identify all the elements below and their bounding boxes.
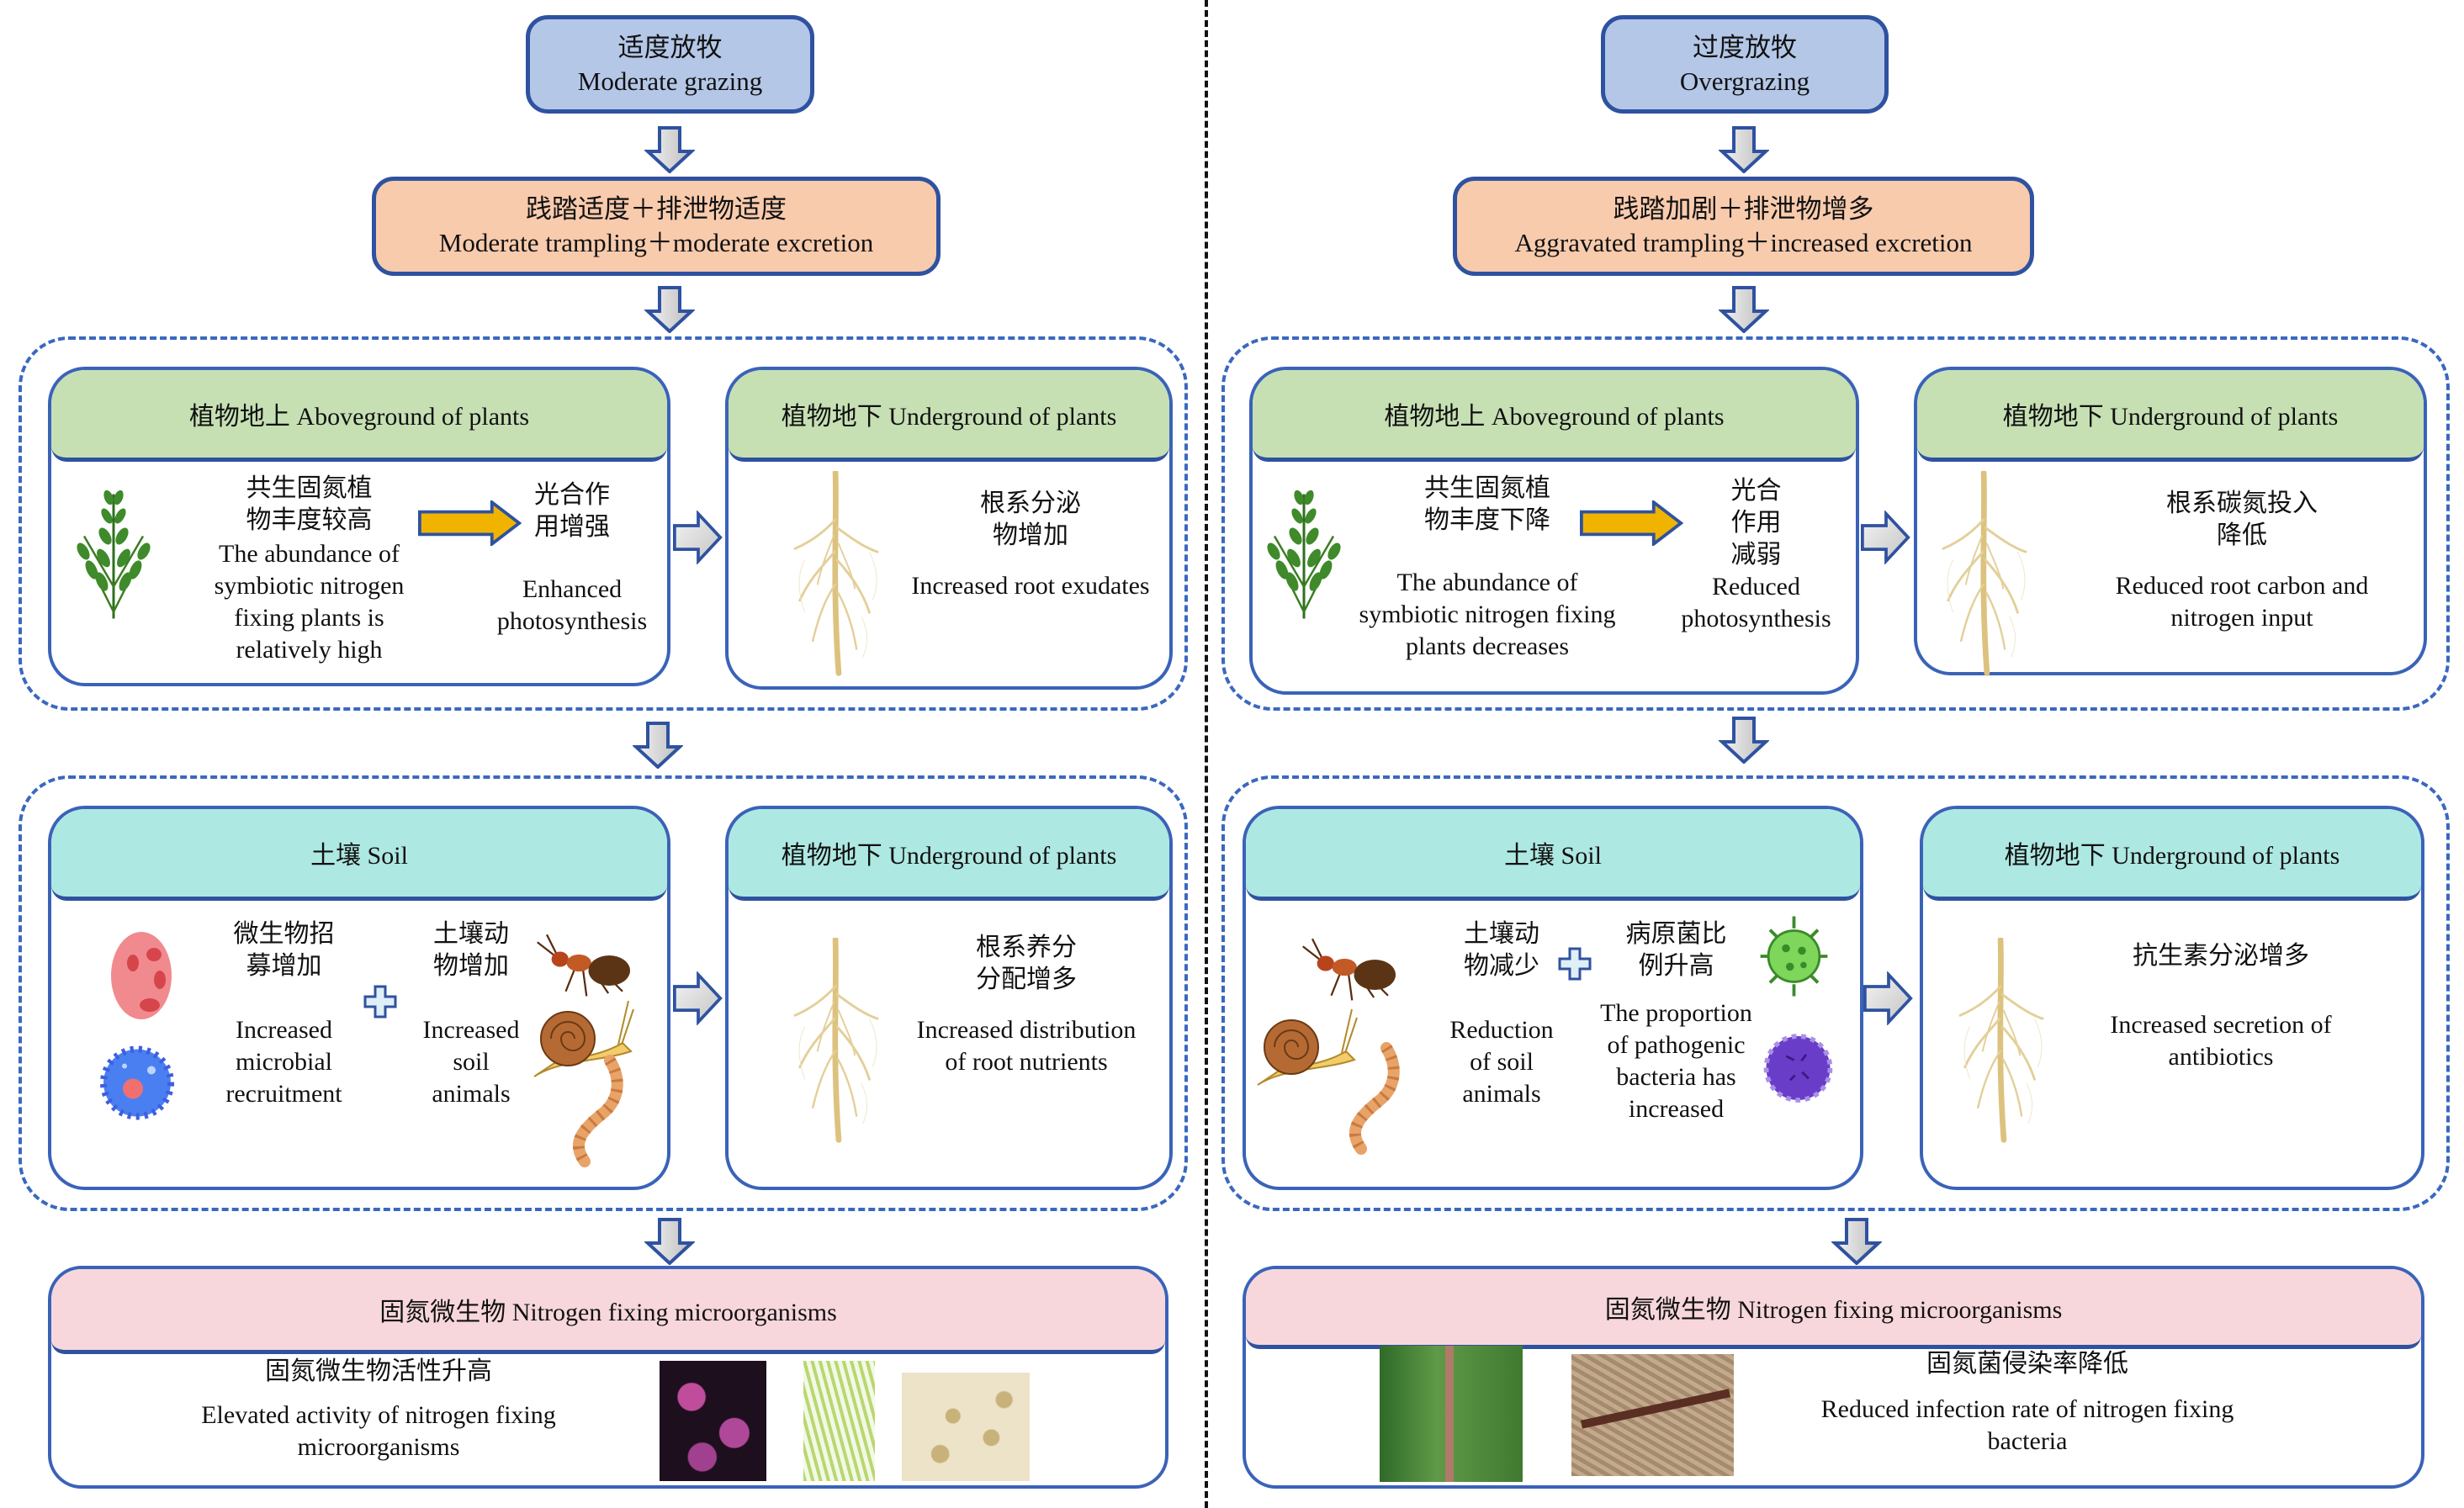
left-effect-zh: 践踏适度＋排泄物适度 xyxy=(526,194,787,224)
root-nodule-photo-1 xyxy=(1380,1346,1523,1482)
down-arrow-icon xyxy=(1719,717,1769,764)
down-arrow-icon xyxy=(633,722,683,769)
plus-icon xyxy=(363,984,397,1019)
plant-icon xyxy=(1262,484,1346,622)
left-underground-title-2: 植物地下 Underground of plants xyxy=(729,809,1169,901)
down-arrow-icon xyxy=(1719,126,1769,173)
root-icon xyxy=(1952,938,2053,1148)
root-icon xyxy=(1935,471,2036,681)
right-soil-card: 土壤 Soil xyxy=(1243,806,1863,1190)
left-soil-group xyxy=(19,775,1188,1211)
microbe-red-icon xyxy=(108,929,175,1022)
left-soil-item1: 微生物招 募增加 Increased microbial recruitment xyxy=(225,920,342,1108)
root-icon xyxy=(787,938,888,1148)
left-underground-card-2: 植物地下 Underground of plants xyxy=(725,806,1173,1190)
worm-icon xyxy=(559,1051,627,1169)
right-effect-en: Aggravated trampling＋increased excretion xyxy=(1514,228,1973,257)
right-underground-card-1: 植物地下 Underground of plants xyxy=(1914,367,2427,675)
cyanobacteria-photo xyxy=(803,1361,875,1481)
left-grazing-zh: 适度放牧 xyxy=(617,32,723,62)
right-nfix-title: 固氮微生物 Nitrogen fixing microorganisms xyxy=(1246,1269,2421,1349)
right-aboveground-item1: 共生固氮植 物丰度下降 The abundance of symbiotic n… xyxy=(1359,474,1616,660)
right-plant-group xyxy=(1221,336,2450,711)
left-underground-title-1: 植物地下 Underground of plants xyxy=(729,370,1169,462)
down-arrow-icon xyxy=(644,1218,695,1265)
right-effect-zh: 践踏加剧＋排泄物增多 xyxy=(1613,194,1874,224)
left-underground-text-1: 根系分泌 物增加 Increased root exudates xyxy=(911,489,1150,600)
right-arrow-icon xyxy=(1863,971,1914,1025)
left-effect-box: 践踏适度＋排泄物适度 Moderate trampling＋moderate e… xyxy=(372,177,941,276)
left-aboveground-item1: 共生固氮植 物丰度较高 The abundance of symbiotic n… xyxy=(214,474,405,664)
right-underground-title-2: 植物地下 Underground of plants xyxy=(1923,809,2421,901)
left-aboveground-title: 植物地上 Aboveground of plants xyxy=(51,370,667,462)
right-effect-box: 践踏加剧＋排泄物增多 Aggravated trampling＋increase… xyxy=(1453,177,2034,276)
right-arrow-icon xyxy=(673,511,723,564)
left-soil-title: 土壤 Soil xyxy=(51,809,667,901)
root-nodule-photo-2 xyxy=(1571,1354,1734,1476)
down-arrow-icon xyxy=(644,126,695,173)
bacteria-photo xyxy=(660,1361,766,1481)
left-underground-text-2: 根系养分 分配增多 Increased distribution of root… xyxy=(916,934,1137,1076)
left-underground-card-1: 植物地下 Underground of plants xyxy=(725,367,1173,690)
right-nfix-text: 固氮菌侵染率降低 Reduced infection rate of nitro… xyxy=(1820,1350,2234,1455)
left-plant-group xyxy=(19,336,1188,711)
root-icon xyxy=(787,471,888,681)
right-aboveground-item2: 光合 作用 减弱 Reduced photosynthesis xyxy=(1681,477,1831,632)
left-grazing-box: 适度放牧 Moderate grazing xyxy=(526,15,814,114)
down-arrow-icon xyxy=(644,286,695,333)
rhizobia-photo xyxy=(902,1373,1030,1481)
right-underground-text-1: 根系碳氮投入 降低 Reduced root carbon and nitrog… xyxy=(2115,489,2369,632)
right-soil-item1: 土壤动 物减少 Reduction of soil animals xyxy=(1449,920,1554,1108)
right-aboveground-title: 植物地上 Aboveground of plants xyxy=(1253,370,1856,462)
right-soil-item2: 病原菌比 例升高 The proportion of pathogenic ba… xyxy=(1600,920,1752,1123)
down-arrow-icon xyxy=(1719,286,1769,333)
down-arrow-icon xyxy=(1831,1218,1882,1265)
column-divider xyxy=(1205,0,1208,1508)
microbe-blue-icon xyxy=(99,1030,175,1135)
plant-icon xyxy=(72,484,156,622)
left-nfix-title: 固氮微生物 Nitrogen fixing microorganisms xyxy=(51,1269,1165,1354)
left-effect-en: Moderate trampling＋moderate excretion xyxy=(438,228,874,257)
ant-icon xyxy=(1283,929,1417,1005)
right-arrow-icon xyxy=(673,971,723,1025)
right-grazing-box: 过度放牧 Overgrazing xyxy=(1601,15,1889,114)
right-grazing-zh: 过度放牧 xyxy=(1693,32,1797,62)
right-grazing-en: Overgrazing xyxy=(1679,66,1810,96)
right-soil-group xyxy=(1221,775,2450,1211)
pathogen-virus-purple-icon xyxy=(1758,1022,1838,1114)
left-nfix-text: 固氮微生物活性升高 Elevated activity of nitrogen … xyxy=(201,1357,556,1461)
pathogen-virus-green-icon xyxy=(1754,910,1834,1003)
left-aboveground-card: 植物地上 Aboveground of plants xyxy=(48,367,670,686)
ant-icon xyxy=(517,925,652,1001)
right-aboveground-card: 植物地上 Aboveground of plants xyxy=(1249,367,1859,695)
left-grazing-en: Moderate grazing xyxy=(577,66,763,96)
right-arrow-icon xyxy=(1861,511,1911,564)
right-underground-title-1: 植物地下 Underground of plants xyxy=(1917,370,2424,462)
right-soil-title: 土壤 Soil xyxy=(1246,809,1860,901)
left-soil-item2: 土壤动 物增加 Increased soil animals xyxy=(422,920,520,1108)
worm-icon xyxy=(1336,1039,1403,1156)
right-underground-text-2: 抗生素分泌增多 Increased secretion of antibioti… xyxy=(2110,942,2332,1071)
left-aboveground-item2: 光合作 用增强 Enhanced photosynthesis xyxy=(496,481,648,635)
